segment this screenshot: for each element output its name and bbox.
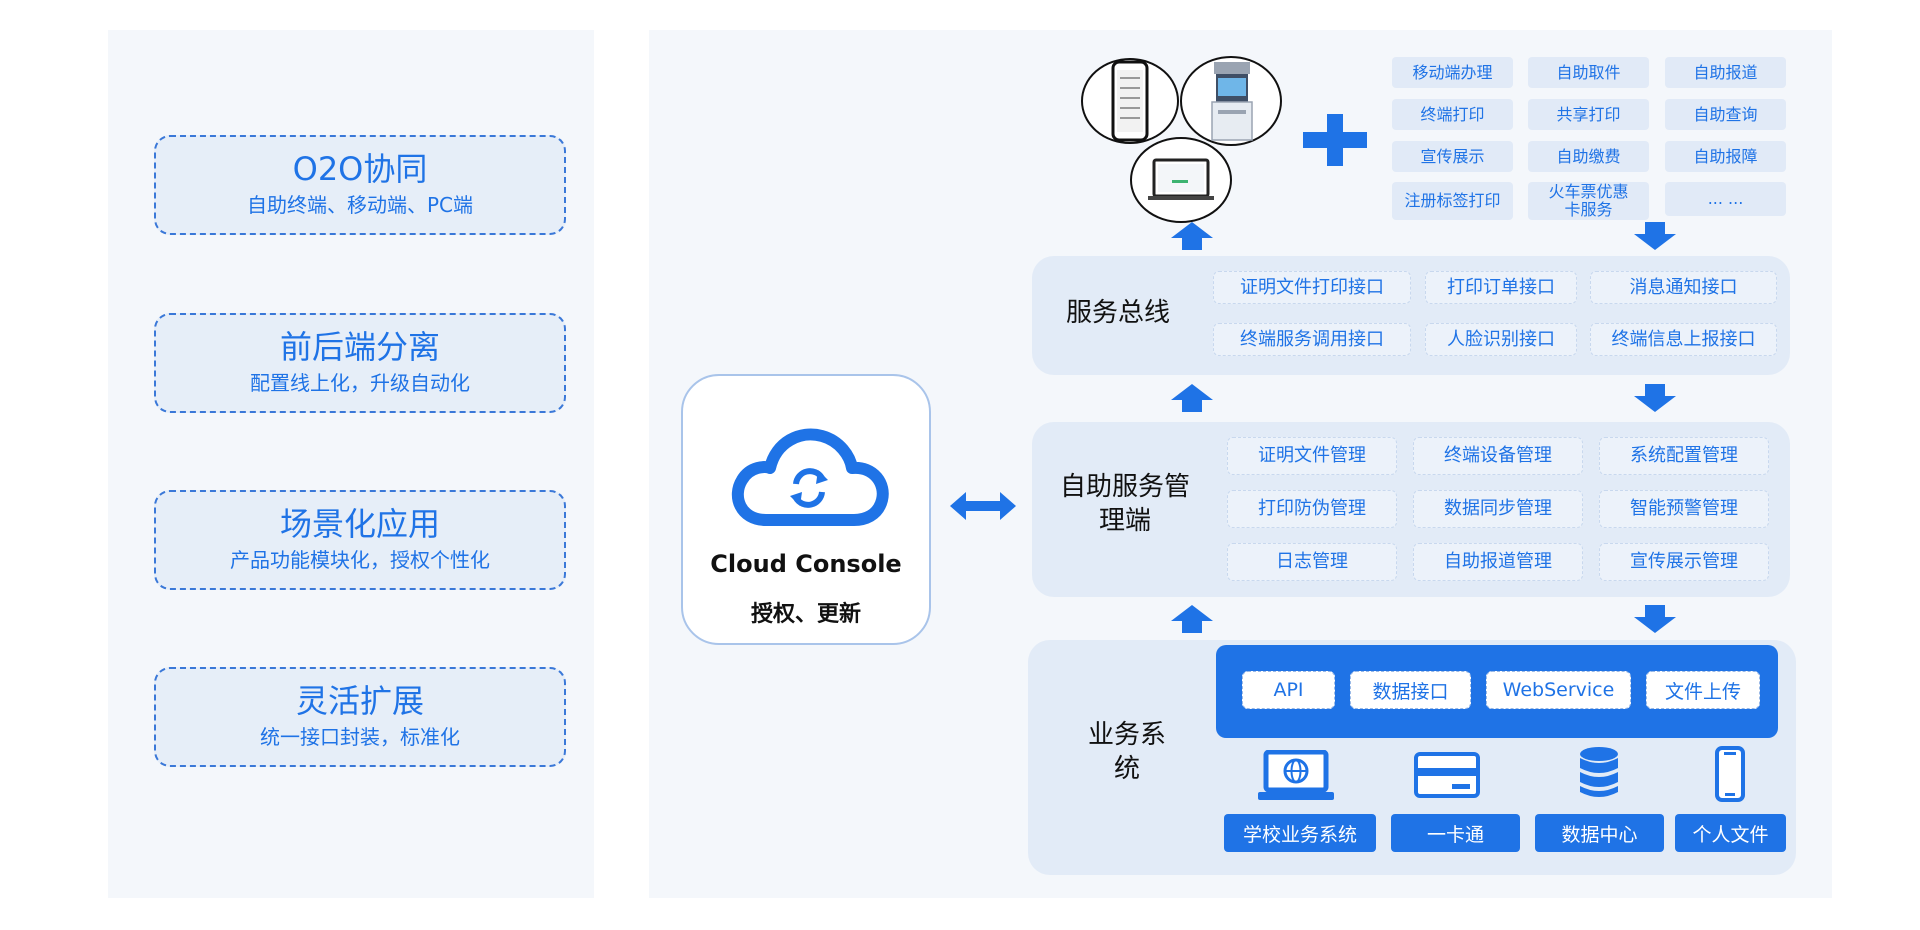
laptop-globe-icon: [1258, 750, 1334, 800]
service-chip: 注册标签打印: [1392, 182, 1513, 220]
service-chip: 自助报障: [1665, 141, 1786, 172]
management-chip: 自助报道管理: [1413, 543, 1583, 581]
interface-chip: 证明文件打印接口: [1213, 271, 1411, 304]
down-arrow-icon: [1634, 222, 1676, 250]
service-chip: ... ...: [1665, 182, 1786, 216]
management-title: 自助服务管理端: [1060, 472, 1191, 536]
system-label-school: 学校业务系统: [1224, 814, 1376, 852]
feature-title: 前后端分离: [279, 328, 440, 366]
feature-subtitle: 自助终端、移动端、PC端: [246, 193, 474, 217]
api-chip: API: [1242, 671, 1335, 709]
down-arrow-icon: [1634, 605, 1676, 633]
interface-chip: 终端信息上报接口: [1590, 323, 1777, 356]
service-chip: 自助缴费: [1528, 141, 1649, 172]
down-arrow-icon: [1634, 384, 1676, 412]
management-chip: 日志管理: [1227, 543, 1397, 581]
management-chip: 终端设备管理: [1413, 437, 1583, 475]
service-chip: 共享打印: [1528, 99, 1649, 130]
management-chip: 宣传展示管理: [1599, 543, 1769, 581]
service-chip: 自助报道: [1665, 57, 1786, 88]
features-panel: O2O协同 自助终端、移动端、PC端 前后端分离 配置线上化，升级自动化 场景化…: [108, 30, 594, 898]
service-chip: 自助取件: [1528, 57, 1649, 88]
service-chip: 火车票优惠卡服务: [1528, 182, 1649, 220]
cloud-console-card: Cloud Console 授权、更新: [681, 374, 931, 645]
management-chip: 数据同步管理: [1413, 490, 1583, 528]
interface-chip: 消息通知接口: [1590, 271, 1777, 304]
management-chip: 智能预警管理: [1599, 490, 1769, 528]
feature-title: 灵活扩展: [295, 682, 424, 720]
feature-subtitle: 配置线上化，升级自动化: [250, 371, 470, 395]
cloud-sync-icon: [732, 428, 889, 526]
service-bus-title: 服务总线: [1065, 298, 1170, 328]
feature-extension: 灵活扩展 统一接口封装，标准化: [154, 667, 566, 767]
interface-chip: 终端服务调用接口: [1213, 323, 1411, 356]
service-chip: 宣传展示: [1392, 141, 1513, 172]
system-label-personal-files: 个人文件: [1675, 814, 1786, 852]
double-arrow-icon: [950, 492, 1016, 520]
up-arrow-icon: [1171, 605, 1213, 633]
management-chip: 打印防伪管理: [1227, 490, 1397, 528]
phone-icon: [1715, 746, 1745, 802]
feature-subtitle: 产品功能模块化，授权个性化: [230, 548, 490, 572]
card-icon: [1414, 752, 1480, 798]
interface-chip: 打印订单接口: [1425, 271, 1577, 304]
feature-o2o: O2O协同 自助终端、移动端、PC端: [154, 135, 566, 235]
feature-title: O2O协同: [292, 150, 428, 188]
plus-icon: [1303, 114, 1367, 166]
database-icon: [1580, 747, 1618, 797]
management-chip: 系统配置管理: [1599, 437, 1769, 475]
management-chip: 证明文件管理: [1227, 437, 1397, 475]
file-upload-chip: 文件上传: [1646, 671, 1760, 709]
up-arrow-icon: [1171, 222, 1213, 250]
feature-title: 场景化应用: [279, 505, 440, 543]
feature-scenario: 场景化应用 产品功能模块化，授权个性化: [154, 490, 566, 590]
system-label-datacenter: 数据中心: [1535, 814, 1664, 852]
system-label-card: 一卡通: [1391, 814, 1520, 852]
up-arrow-icon: [1171, 384, 1213, 412]
data-interface-chip: 数据接口: [1350, 671, 1471, 709]
business-title: 业务系统: [1087, 720, 1166, 784]
service-chip: 移动端办理: [1392, 57, 1513, 88]
cloud-console-subtitle: 授权、更新: [750, 602, 861, 627]
feature-separation: 前后端分离 配置线上化，升级自动化: [154, 313, 566, 413]
webservice-chip: WebService: [1486, 671, 1631, 709]
feature-subtitle: 统一接口封装，标准化: [260, 725, 460, 749]
service-chip: 自助查询: [1665, 99, 1786, 130]
devices-illustration: [1081, 56, 1282, 223]
cloud-console-title: Cloud Console: [710, 550, 902, 578]
interface-chip: 人脸识别接口: [1425, 323, 1577, 356]
service-chip: 终端打印: [1392, 99, 1513, 130]
